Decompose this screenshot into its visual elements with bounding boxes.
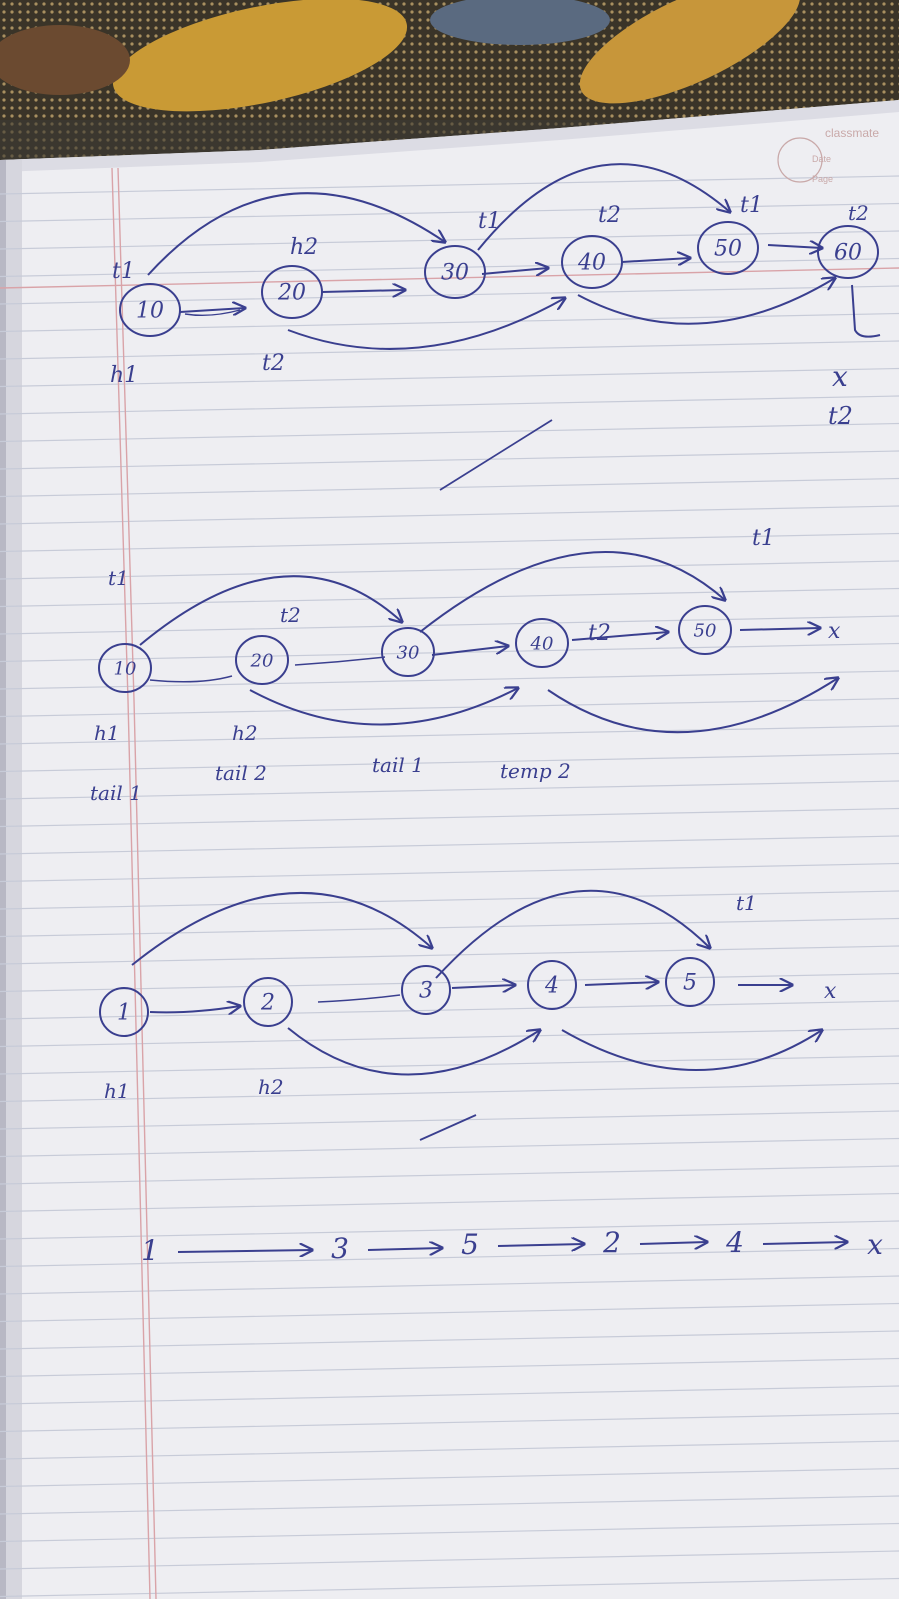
result-value: 5 <box>461 1228 479 1261</box>
d1-label-t1: t1 <box>112 259 135 284</box>
d2-node-value: 30 <box>397 642 420 663</box>
result-value: 1 <box>141 1234 159 1267</box>
d1-label-t2-b: t2 <box>598 203 621 228</box>
d1-label-x: x <box>832 360 848 393</box>
d2-label-t1: t1 <box>752 526 775 551</box>
diagram-3-labels: h1 h2 t1 x <box>104 891 837 1103</box>
d3-node-value: 2 <box>260 991 275 1016</box>
d3-node-circle <box>665 957 715 1007</box>
result-arrow <box>177 1250 312 1252</box>
result-value: 3 <box>331 1232 349 1265</box>
result-arrow <box>639 1242 707 1244</box>
d1-label-t2-right: t2 <box>828 402 853 430</box>
page-header: classmate Date Page <box>777 126 879 184</box>
result-arrow <box>762 1242 847 1244</box>
d3-null-mark: x <box>824 979 837 1004</box>
d1-node-value: 20 <box>277 281 306 306</box>
d2-node-circle <box>235 635 289 685</box>
page-label: Page <box>812 174 833 184</box>
diagram-1-labels: t1 h1 h2 t2 t1 t2 t1 t2 x t2 <box>110 193 869 430</box>
d1-label-h1: h1 <box>110 363 138 388</box>
diagram-2-labels: t1 h1 h2 t2 t2 t1 x tail 1 tail 2 tail 1… <box>90 526 841 805</box>
d1-node-value: 40 <box>577 251 606 276</box>
d3-node-value: 3 <box>419 979 433 1004</box>
d3-label-t1: t1 <box>736 891 757 915</box>
d2-label-t2-struck: t2 <box>280 603 301 627</box>
d3-node-value: 4 <box>544 974 559 999</box>
result-value: 4 <box>725 1226 744 1259</box>
d1-node-value: 60 <box>834 241 862 266</box>
d1-node-circle <box>697 221 759 275</box>
d2-node-value: 10 <box>114 658 137 679</box>
result-arrow <box>497 1244 584 1246</box>
result-value: x <box>867 1228 883 1261</box>
diagram-1: 10 20 30 40 50 60 <box>119 163 881 491</box>
d1-label-t2-c: t2 <box>848 201 869 225</box>
d3-node-circle <box>527 960 577 1010</box>
d2-label-h1: h1 <box>94 721 120 745</box>
d2-node-circle <box>515 618 569 668</box>
d2-caption-1: tail 1 <box>90 781 142 805</box>
d3-node-circle <box>401 965 451 1015</box>
d1-label-t2-struck: t2 <box>262 351 285 376</box>
d1-node-value: 50 <box>714 237 742 262</box>
d2-node-value: 20 <box>250 650 274 671</box>
d3-node-value: 5 <box>683 971 697 996</box>
d2-null-mark: x <box>828 619 841 644</box>
d2-caption-4: temp 2 <box>500 759 571 783</box>
diagram-2: 10 20 30 40 50 <box>98 551 838 734</box>
d2-caption-3: tail 1 <box>372 753 424 777</box>
d2-node-value: 50 <box>694 620 717 641</box>
d1-label-t1-b: t1 <box>478 209 501 234</box>
result-arrow <box>367 1248 442 1250</box>
diagram-3: 1 2 3 4 5 <box>99 889 822 1141</box>
d1-label-t1-c: t1 <box>740 193 763 218</box>
d2-node-circle <box>381 627 435 677</box>
d1-node-value: 10 <box>136 299 164 324</box>
d2-node-circle <box>98 643 152 693</box>
d1-label-h2: h2 <box>290 235 318 260</box>
result-value: 2 <box>602 1226 621 1259</box>
d1-node-circle <box>119 283 181 337</box>
d3-node-circle <box>243 977 293 1027</box>
d2-label-h2: h2 <box>232 721 258 745</box>
d3-label-h2: h2 <box>258 1075 284 1099</box>
d3-node-circle <box>99 987 149 1037</box>
ruled-lines <box>0 175 899 1598</box>
d3-label-h1: h1 <box>104 1079 130 1103</box>
d3-node-value: 1 <box>117 1001 131 1026</box>
d2-label-t1-struck: t1 <box>108 566 129 590</box>
brand-logo: classmate <box>825 126 879 140</box>
d1-node-value: 30 <box>441 261 469 286</box>
result-sequence: 1 3 5 2 4 x <box>141 1226 883 1267</box>
d2-label-t2: t2 <box>588 621 611 646</box>
d1-node-circle <box>424 245 486 299</box>
d2-node-value: 40 <box>530 633 554 654</box>
d2-node-circle <box>678 605 732 655</box>
d2-caption-2: tail 2 <box>215 761 267 785</box>
